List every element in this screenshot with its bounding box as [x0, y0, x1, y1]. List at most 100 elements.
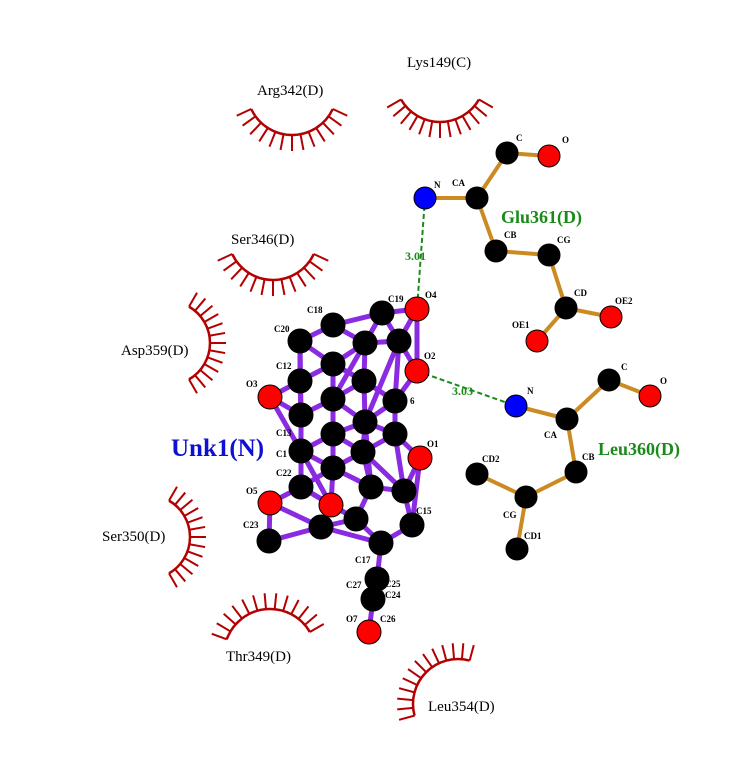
- arc-asp359: [188, 292, 226, 394]
- ligand-bond: [362, 338, 402, 425]
- atom-label-c19: C19: [388, 294, 404, 304]
- leu360-atom-cd1: [505, 537, 529, 561]
- atom-label-c18: C18: [307, 305, 323, 315]
- ligand-atom-x18: [343, 506, 369, 532]
- glu-atom-label-o: O: [562, 135, 569, 145]
- atom-label-o4: O4: [425, 290, 437, 300]
- atom-label-o3: O3: [246, 379, 258, 389]
- leu-atom-label-n: N: [527, 386, 534, 396]
- ligand-atom-x1: [352, 330, 378, 356]
- atom-label-c1: C1: [276, 449, 287, 459]
- ligand-atom-o4: [404, 296, 430, 322]
- arc-leu354: [397, 643, 475, 721]
- ligand-atom-x12: [320, 455, 346, 481]
- glu361-atom-n: [413, 186, 437, 210]
- glu361-atom-cg: [537, 243, 561, 267]
- ligand-atom-x8: [320, 421, 346, 447]
- atom-label-c22: C22: [276, 468, 292, 478]
- atom-label-c17: C17: [355, 555, 371, 565]
- ligand-atom-x17: [308, 514, 334, 540]
- arc-ser350: [168, 486, 206, 588]
- ligand-atom-x2: [386, 328, 412, 354]
- atom-label-c13: C13: [276, 428, 292, 438]
- ligand-atom-c24: [360, 586, 386, 612]
- hydrogen-bonds: [416, 197, 517, 407]
- atom-label-6: 6: [410, 396, 415, 406]
- leu360-atom-cg: [514, 485, 538, 509]
- glu361-atom-ca: [465, 186, 489, 210]
- glu-atom-label-cd: CD: [574, 288, 587, 298]
- ligand-atom-o2: [404, 358, 430, 384]
- glu-atom-label-oe1: OE1: [512, 320, 530, 330]
- atom-label-c26: C26: [380, 614, 396, 624]
- glu361-atom-cd: [554, 296, 578, 320]
- ligand-atom-x3: [320, 351, 346, 377]
- ligand-atom-o5: [257, 490, 283, 516]
- atom-label-o1: O1: [427, 439, 439, 449]
- glu-atom-label-cb: CB: [504, 230, 517, 240]
- residue-label-glu361: Glu361(D): [501, 207, 582, 228]
- residue-label-ser346: Ser346(D): [231, 232, 294, 248]
- leu360-atom-n: [504, 394, 528, 418]
- ligand-atom-c20: [287, 328, 313, 354]
- ligand-atom-c12: [287, 368, 313, 394]
- hbond-distance-2: 3.03: [452, 384, 473, 398]
- ligand-atom-c23: [256, 528, 282, 554]
- ligand-atom-x14: [358, 474, 384, 500]
- residue-label-leu360: Leu360(D): [598, 439, 680, 460]
- ligand-atom-x13: [350, 439, 376, 465]
- atom-label-o2: O2: [424, 351, 436, 361]
- glu361-atom-oe2: [599, 305, 623, 329]
- glu361-atom-c: [495, 141, 519, 165]
- ligand-atom-c18: [320, 312, 346, 338]
- atom-label-c27: C27: [346, 580, 362, 590]
- residue-label-lys149: Lys149(C): [407, 55, 471, 71]
- arc-thr349: [211, 593, 325, 641]
- leu360-atom-cd2: [465, 462, 489, 486]
- leu360-atom-o: [638, 384, 662, 408]
- glu361-atom-o: [537, 144, 561, 168]
- ligand-atom-x7: [382, 388, 408, 414]
- atom-label-c20: C20: [274, 324, 290, 334]
- ligand-atom-x15: [391, 478, 417, 504]
- leu-atom-label-cg: CG: [503, 510, 517, 520]
- leu360-atom-ca: [555, 407, 579, 431]
- hbond-distance-1: 3.01: [405, 249, 426, 263]
- ligand-label: Unk1(N): [171, 435, 264, 462]
- leu360-atom-cb: [564, 460, 588, 484]
- atom-label-c24: C24: [385, 590, 401, 600]
- ligand-atom-x6: [320, 386, 346, 412]
- glu-atom-label-c: C: [516, 133, 523, 143]
- leu-atom-label-c: C: [621, 362, 628, 372]
- ligand-atom-x9: [352, 409, 378, 435]
- ligand-atom-c17: [368, 530, 394, 556]
- hbond-line-1: [416, 197, 426, 310]
- atom-label-c23: C23: [243, 520, 259, 530]
- residue-label-ser350: Ser350(D): [102, 529, 165, 545]
- ligand-atom-x10: [382, 421, 408, 447]
- hydrophobic-contacts: [168, 98, 494, 721]
- atom-label-o7: O7: [346, 614, 358, 624]
- arc-lys149: [386, 98, 494, 138]
- arc-arg342: [236, 108, 348, 151]
- ligand-atom-x4: [351, 368, 377, 394]
- arc-ser346: [217, 253, 329, 296]
- glu361-atom-oe1: [525, 329, 549, 353]
- glu-atom-label-n: N: [434, 180, 441, 190]
- glu-atom-label-oe2: OE2: [615, 296, 633, 306]
- atom-label-o5: O5: [246, 486, 258, 496]
- atom-label-c15: C15: [416, 506, 432, 516]
- leu-atom-label-ca: CA: [544, 430, 557, 440]
- ligand-atom-x11: [288, 474, 314, 500]
- leu-atom-label-o: O: [660, 376, 667, 386]
- ligand-atom-x16: [318, 492, 344, 518]
- leu-atom-label-cd2: CD2: [482, 454, 500, 464]
- ligand-atom-o7: [356, 619, 382, 645]
- leu-atom-label-cb: CB: [582, 452, 595, 462]
- leu-atom-label-cd1: CD1: [524, 531, 542, 541]
- ligand-atom-o3: [257, 384, 283, 410]
- ligand-atom-c15: [399, 512, 425, 538]
- hbond-line-2: [416, 370, 517, 407]
- atoms: [256, 141, 662, 645]
